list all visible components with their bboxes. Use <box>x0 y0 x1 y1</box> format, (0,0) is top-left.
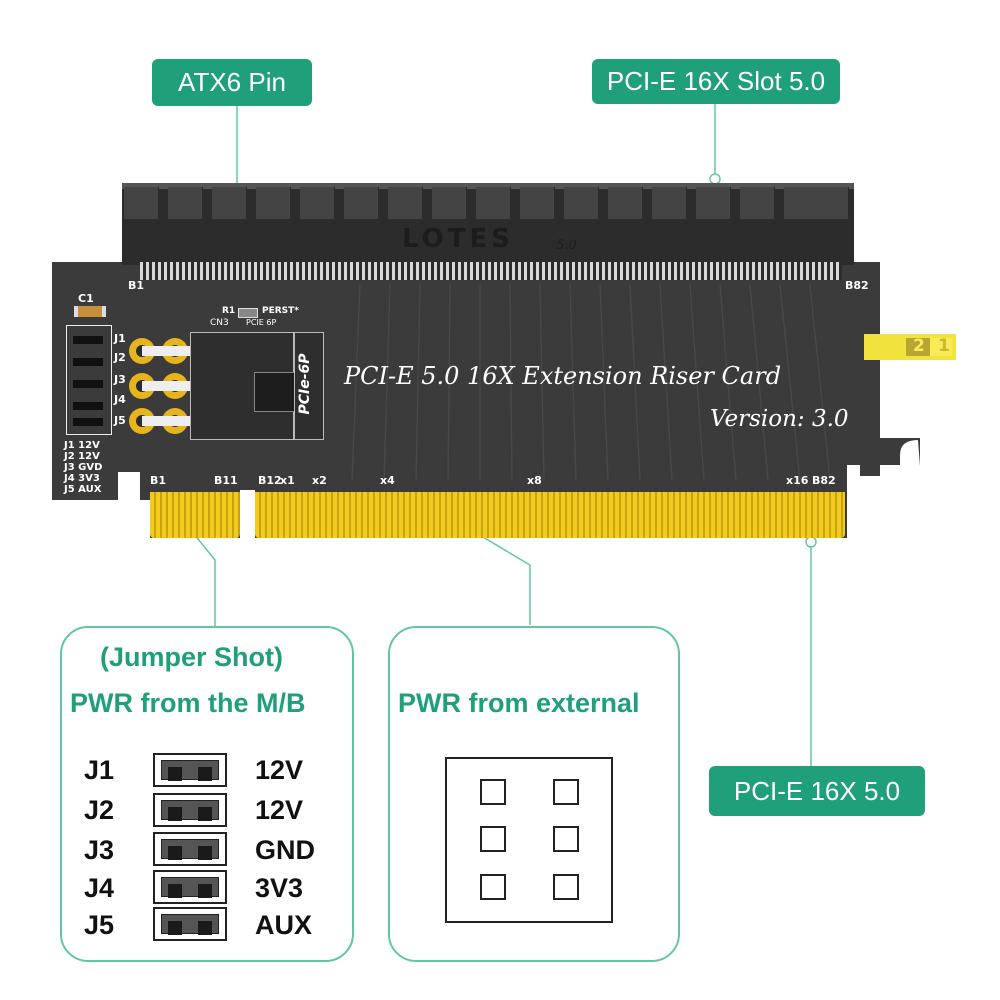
marker-1: 1 <box>938 336 950 356</box>
jumper-legend-2: J2 12V <box>64 451 100 462</box>
row-label-j5: J5 <box>84 910 115 940</box>
edge-label-b82: B82 <box>812 474 836 487</box>
atx6-pin-callout: ATX6 Pin <box>152 59 312 106</box>
power-pin-3 <box>480 826 506 852</box>
power-pin-6 <box>553 874 579 900</box>
perst-label: PERST* <box>262 306 300 316</box>
pcie6p-label: PCIe-6P <box>297 353 313 415</box>
connector-latch <box>254 372 296 412</box>
jumper-j5-icon <box>153 907 227 941</box>
slot-label-b1: B1 <box>128 279 145 292</box>
slot-callout: PCI-E 16X Slot 5.0 <box>592 59 840 104</box>
c1-label: C1 <box>78 292 94 305</box>
row-volt-j5: AUX <box>255 910 313 940</box>
jumper-label-j2: J2 <box>114 351 126 364</box>
power-pin-5 <box>480 874 506 900</box>
edge-label-x1: x1 <box>280 474 295 487</box>
cn3-label: CN3 <box>210 318 229 328</box>
power-pin-2 <box>553 779 579 805</box>
row-label-j1: J1 <box>84 755 115 785</box>
pcb-traces <box>351 284 831 481</box>
jumper-shot-title: (Jumper Shot) <box>100 642 284 672</box>
edge-key-notch <box>240 490 255 542</box>
row-volt-j2: 12V <box>255 795 304 825</box>
edge-label-x8: x8 <box>527 474 542 487</box>
row-label-j3: J3 <box>84 835 115 865</box>
edge-label-b11: B11 <box>214 474 238 487</box>
jumper-header <box>66 325 112 435</box>
jumper-label-j1: J1 <box>114 332 126 345</box>
jumper-label-j5: J5 <box>114 414 126 427</box>
slot-top-rim <box>122 183 854 189</box>
resistor-r1 <box>238 308 258 318</box>
power-solder-pads <box>129 338 192 434</box>
edge-connector-callout: PCI-E 16X 5.0 <box>709 766 925 816</box>
edge-label-b12: B12 <box>258 474 282 487</box>
power-pin-4 <box>553 826 579 852</box>
edge-label-b1: B1 <box>150 474 167 487</box>
jumper-label-j3: J3 <box>114 373 126 386</box>
row-volt-j4: 3V3 <box>255 873 304 903</box>
six-pin-diagram <box>445 757 613 923</box>
edge-fingers-short <box>150 492 240 538</box>
board-title: PCI-E 5.0 16X Extension Riser Card <box>344 362 782 390</box>
jumper-legend-3: J3 GVD <box>64 462 103 473</box>
row-volt-j3: GND <box>255 835 315 865</box>
pcie6p-small-label: PCIE 6P <box>246 318 277 327</box>
edge-label-x2: x2 <box>312 474 327 487</box>
jumper-j3-icon <box>153 832 227 866</box>
jumper-j1-icon <box>153 753 227 787</box>
board-version: Version: 3.0 <box>710 406 849 432</box>
jumper-label-j4: J4 <box>114 393 126 406</box>
jumper-legend-5: J5 AUX <box>64 484 102 495</box>
pwr-from-external-title: PWR from external <box>398 688 640 718</box>
capacitor-c1 <box>74 306 106 317</box>
row-label-j2: J2 <box>84 795 115 825</box>
slot-pins <box>140 262 842 280</box>
slot-brand-version: 5.0 <box>556 238 577 253</box>
edge-fingers-long <box>255 492 845 538</box>
jumper-legend-4: J4 3V3 <box>64 473 100 484</box>
marker-strip <box>864 334 956 360</box>
edge-label-x4: x4 <box>380 474 395 487</box>
jumper-j4-icon <box>153 870 227 904</box>
slot-brand: LOTES <box>402 224 514 254</box>
row-label-j4: J4 <box>84 873 115 903</box>
row-volt-j1: 12V <box>255 755 304 785</box>
jumper-legend-1: J1 12V <box>64 440 100 451</box>
slot-label-b82: B82 <box>845 279 869 292</box>
connector-side-label-box <box>294 332 324 440</box>
jumper-j2-icon <box>153 793 227 827</box>
pwr-from-mb-title: PWR from the M/B <box>70 688 306 718</box>
power-pin-1 <box>480 779 506 805</box>
edge-label-x16: x16 <box>786 474 809 487</box>
r1-label: R1 <box>222 306 236 316</box>
marker-2: 2 <box>913 336 925 356</box>
